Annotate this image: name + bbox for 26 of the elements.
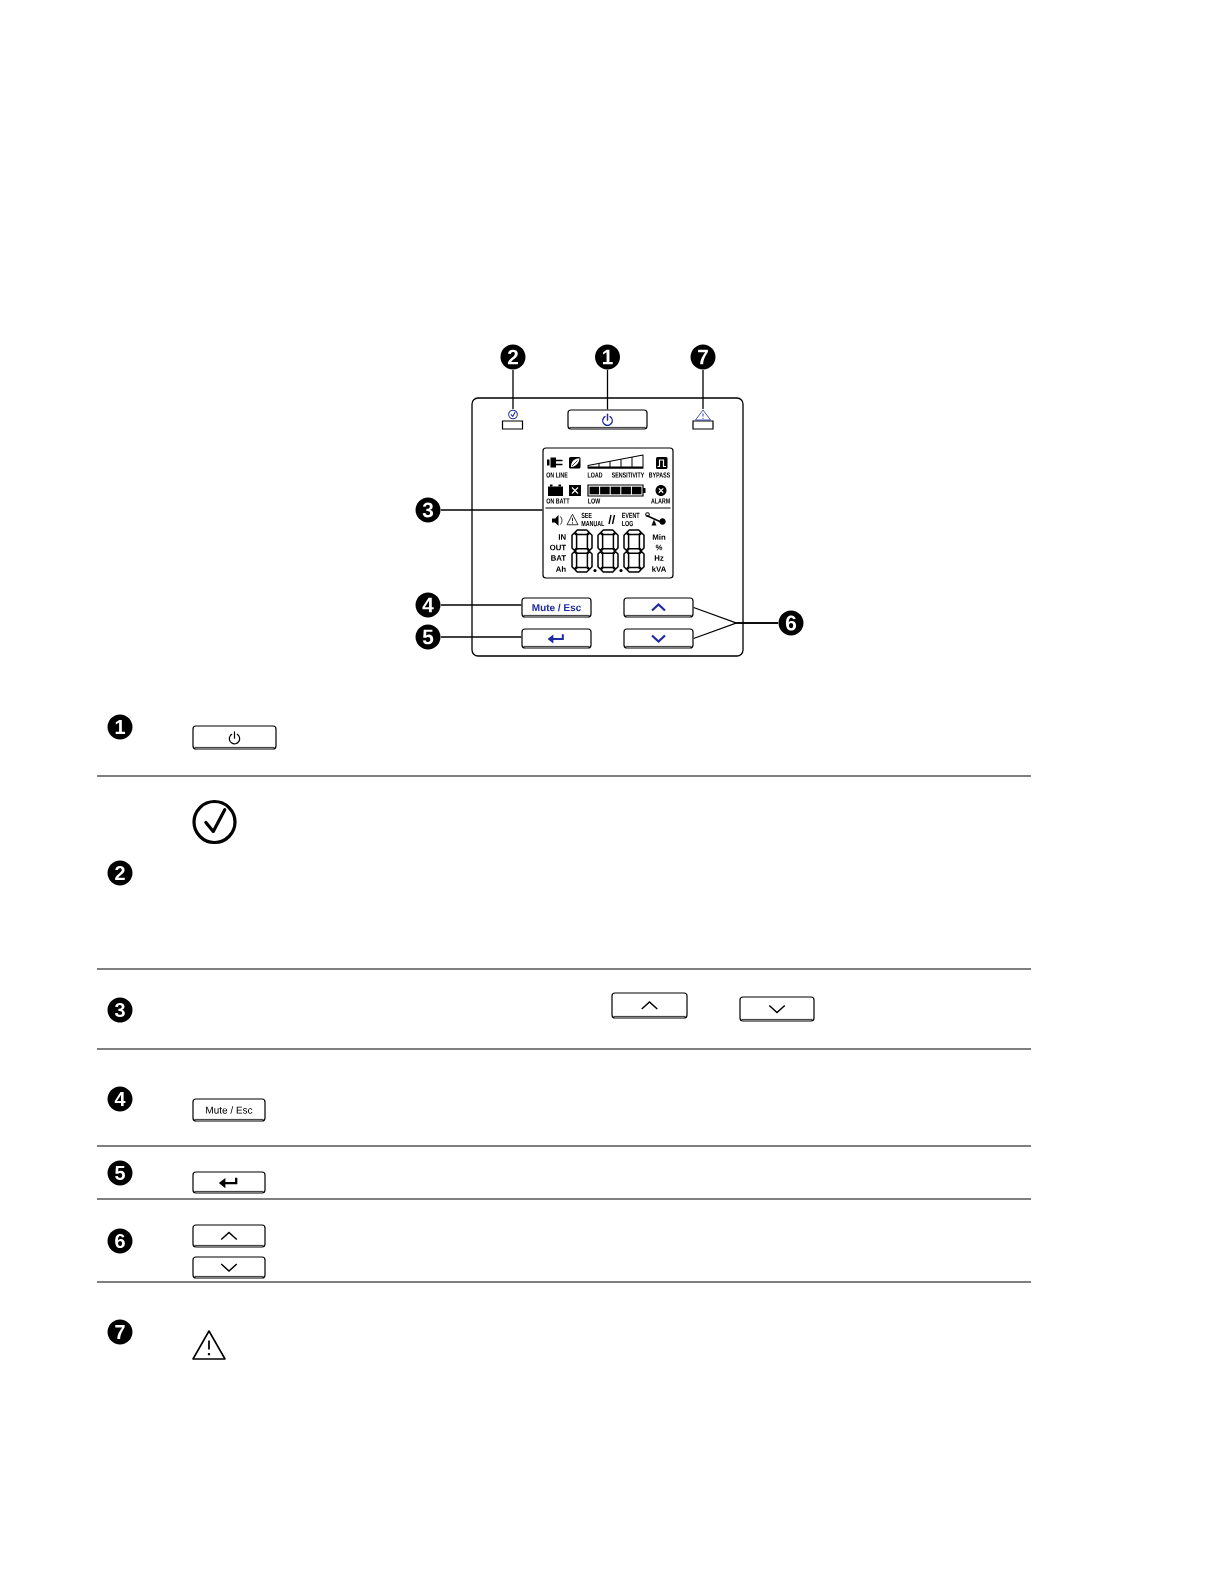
callout-number: 5 [107,1160,133,1186]
callout-number: 5 [415,624,441,650]
callout-number: 4 [107,1086,133,1112]
callout-number: 4 [415,592,441,618]
leader-line [702,369,704,410]
callout-number: 2 [500,344,526,370]
warning-lamp [692,409,714,430]
leader-line [440,604,523,606]
mute-esc-button: Mute / Esc [192,1098,266,1122]
mute-esc-button: Mute / Esc [521,597,592,618]
callout-number: 1 [595,344,620,370]
callout-number: 2 [107,860,133,886]
leader-line [440,509,544,511]
callout-number: 1 [107,714,133,740]
callout-number: 6 [107,1228,133,1254]
leader-line [440,636,523,638]
callout-number: 6 [778,610,804,636]
leader-line [512,369,514,410]
control-panel [471,397,744,657]
status-lamp [501,409,524,430]
callout-number: 3 [415,497,441,523]
leader-line [692,622,779,640]
leader-line [606,369,609,411]
callout-number: 7 [690,344,716,370]
callout-number: 7 [107,1319,133,1345]
callout-number: 3 [107,997,133,1023]
